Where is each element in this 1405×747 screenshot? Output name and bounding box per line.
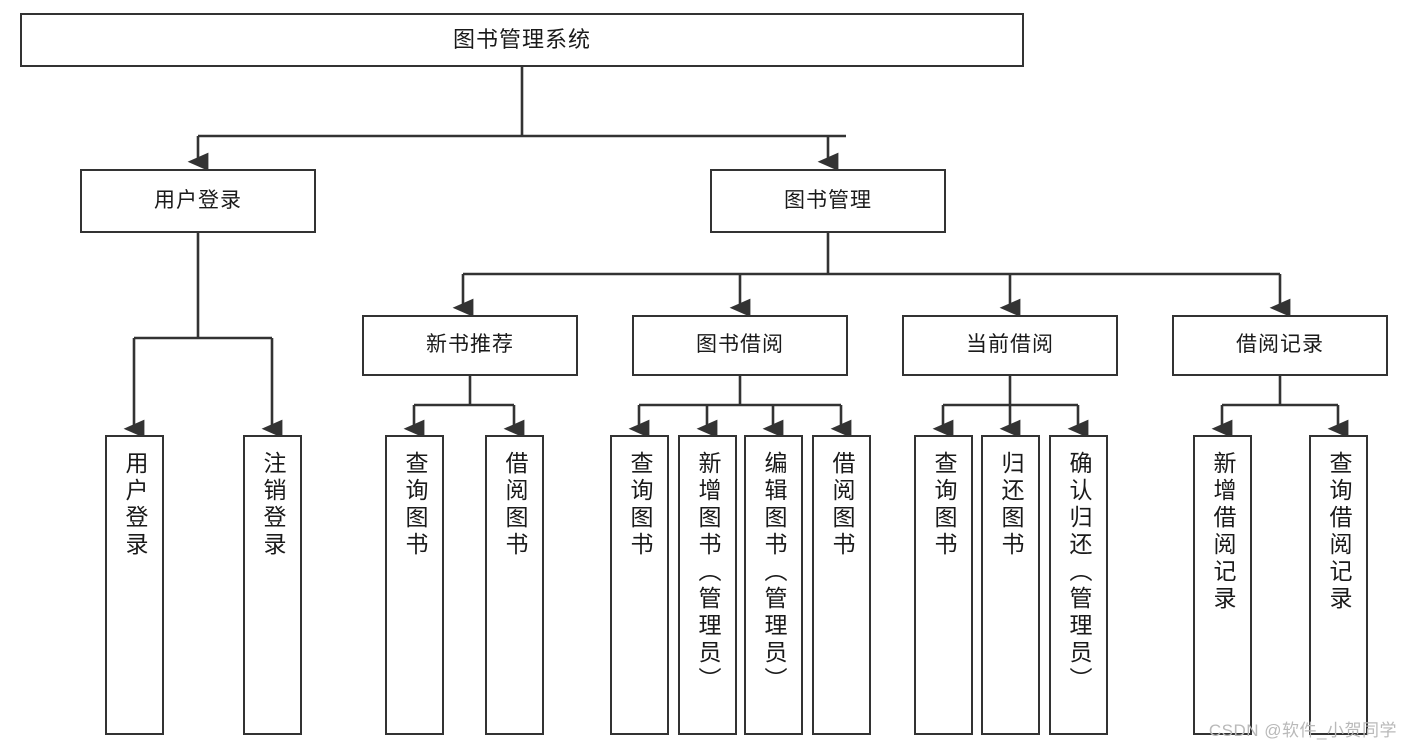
node-label: 编辑图书（管理员） xyxy=(761,451,787,694)
node-label: 借阅图书 xyxy=(502,451,528,559)
node-book-manage[interactable]: 图书管理 xyxy=(710,169,946,233)
node-label: 新增借阅记录 xyxy=(1210,451,1236,613)
leaf-add-book[interactable]: 新增图书（管理员） xyxy=(678,435,737,735)
node-label: 图书管理 xyxy=(784,188,872,212)
node-label: 归还图书 xyxy=(998,451,1024,559)
leaf-edit-book[interactable]: 编辑图书（管理员） xyxy=(744,435,803,735)
node-label: 借阅记录 xyxy=(1236,333,1324,357)
leaf-query-book-1[interactable]: 查询图书 xyxy=(385,435,444,735)
node-label: 用户登录 xyxy=(154,188,242,212)
leaf-user-login[interactable]: 用户登录 xyxy=(105,435,164,735)
node-label: 新书推荐 xyxy=(426,333,514,357)
leaf-query-record[interactable]: 查询借阅记录 xyxy=(1309,435,1368,735)
node-borrow-record[interactable]: 借阅记录 xyxy=(1172,315,1388,376)
node-label: 图书借阅 xyxy=(696,333,784,357)
node-label: 确认归还（管理员） xyxy=(1066,451,1092,694)
node-root[interactable]: 图书管理系统 xyxy=(20,13,1024,67)
node-label: 用户登录 xyxy=(122,451,148,559)
node-user-login[interactable]: 用户登录 xyxy=(80,169,316,233)
node-label: 当前借阅 xyxy=(966,333,1054,357)
node-label: 查询借阅记录 xyxy=(1326,451,1352,613)
node-label: 查询图书 xyxy=(402,451,428,559)
node-book-borrow[interactable]: 图书借阅 xyxy=(632,315,848,376)
leaf-confirm-return[interactable]: 确认归还（管理员） xyxy=(1049,435,1108,735)
leaf-borrow-book-2[interactable]: 借阅图书 xyxy=(812,435,871,735)
node-label: 查询图书 xyxy=(627,451,653,559)
leaf-query-book-2[interactable]: 查询图书 xyxy=(610,435,669,735)
node-current-borrow[interactable]: 当前借阅 xyxy=(902,315,1118,376)
node-label: 图书管理系统 xyxy=(452,27,591,53)
watermark: CSDN @软件_小贺同学 xyxy=(1208,721,1397,740)
node-label: 新增图书（管理员） xyxy=(695,451,721,694)
leaf-logout[interactable]: 注销登录 xyxy=(243,435,302,735)
leaf-return-book[interactable]: 归还图书 xyxy=(981,435,1040,735)
node-label: 查询图书 xyxy=(931,451,957,559)
leaf-add-record[interactable]: 新增借阅记录 xyxy=(1193,435,1252,735)
leaf-borrow-book-1[interactable]: 借阅图书 xyxy=(485,435,544,735)
node-label: 注销登录 xyxy=(260,451,286,559)
leaf-query-book-3[interactable]: 查询图书 xyxy=(914,435,973,735)
node-new-book-rec[interactable]: 新书推荐 xyxy=(362,315,578,376)
node-label: 借阅图书 xyxy=(829,451,855,559)
